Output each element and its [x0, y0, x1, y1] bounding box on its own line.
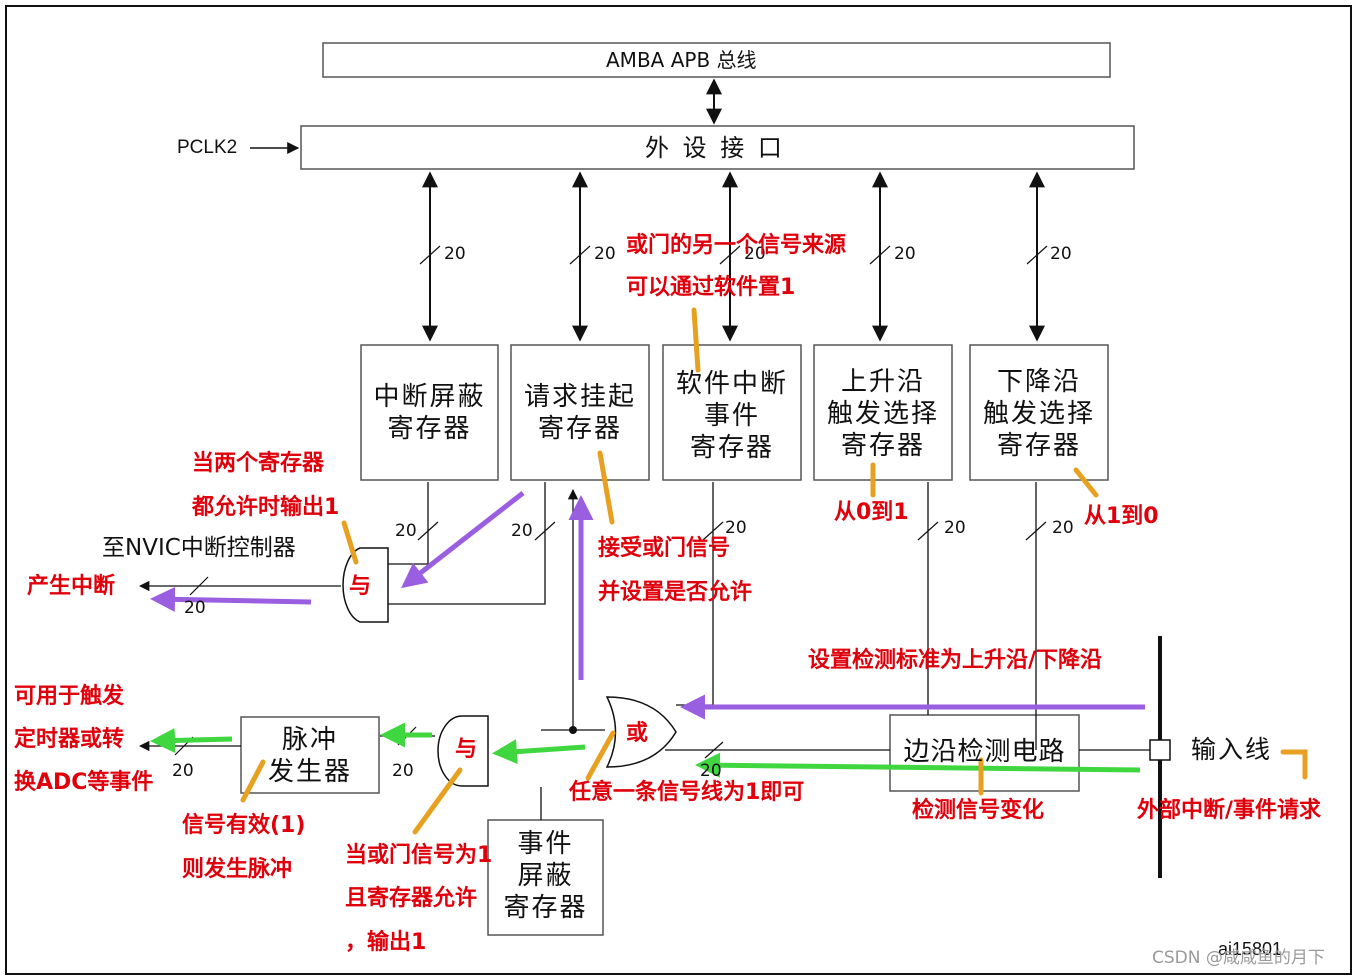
event-mask-line-1: 事件 [517, 829, 574, 859]
event-mask-line-3: 寄存器 [503, 893, 588, 923]
purple-flow-arrows [150, 491, 1145, 720]
pclk2-label: PCLK2 [177, 137, 238, 158]
bus-width-int-mask: 20 [444, 244, 466, 264]
event-mask-line-2: 屏蔽 [517, 861, 574, 891]
width-and-event-out: 20 [392, 761, 414, 781]
rising-line-1: 上升沿 [840, 367, 925, 397]
software-interrupt-register: 软件中断 事件 寄存器 [663, 368, 801, 464]
note-or-source-2: 可以通过软件置1 [626, 275, 796, 300]
interrupt-mask-line-2: 寄存器 [387, 414, 472, 444]
rising-line-3: 寄存器 [840, 431, 925, 461]
sw-int-line-2: 事件 [703, 401, 760, 431]
pending-line-2: 寄存器 [537, 414, 622, 444]
falling-line-1: 下降沿 [996, 367, 1081, 397]
width-int-mask-out: 20 [395, 521, 417, 541]
amba-apb-bus [322, 42, 1111, 78]
pulse-gen-line-2: 发生器 [267, 757, 352, 787]
bus-width-rising: 20 [894, 244, 916, 264]
width-rising-out: 20 [944, 518, 966, 538]
interrupt-mask-line-1: 中断屏蔽 [373, 382, 486, 412]
falling-trigger-register: 下降沿 触发选择 寄存器 [970, 366, 1108, 462]
amba-apb-label: AMBA APB 总线 [606, 48, 757, 72]
event-mask-register: 事件 屏蔽 寄存器 [488, 828, 603, 924]
bus-width-sw-int: 20 [744, 244, 766, 264]
note-gen-int: 产生中断 [27, 574, 116, 599]
csdn-watermark: CSDN @咸咸鱼的月下 [1152, 948, 1325, 968]
peripheral-interface-label: 外 设 接 口 [645, 134, 785, 162]
note-ext-req: 外部中断/事件请求 [1137, 798, 1322, 823]
note-accept-or-2: 并设置是否允许 [598, 580, 753, 605]
pulse-gen-line-1: 脉冲 [281, 725, 338, 755]
note-pulse-2: 则发生脉冲 [182, 857, 293, 882]
bus-width-pending: 20 [594, 244, 616, 264]
rising-line-2: 触发选择 [826, 399, 939, 429]
sw-int-line-1: 软件中断 [675, 369, 788, 399]
pulse-generator: 脉冲 发生器 [241, 724, 379, 788]
note-or-source-1: 或门的另一个信号来源 [626, 233, 847, 258]
falling-line-3: 寄存器 [996, 431, 1081, 461]
width-falling-out: 20 [1052, 518, 1074, 538]
width-sw-int-out: 20 [725, 518, 747, 538]
note-accept-or-1: 接受或门信号 [598, 536, 731, 561]
note-and-both-1: 当两个寄存器 [192, 451, 325, 476]
outer-frame [5, 5, 1352, 975]
note-pulse-1: 信号有效(1) [182, 813, 306, 838]
input-pin [1149, 739, 1171, 761]
bus-width-falling: 20 [1050, 244, 1072, 264]
peripheral-interface [300, 125, 1135, 170]
edge-detect-line-1: 边沿检测电路 [903, 737, 1066, 767]
register-boxes [240, 344, 1109, 936]
sw-int-line-3: 寄存器 [689, 433, 774, 463]
pending-line-1: 请求挂起 [523, 382, 636, 412]
note-and-event-2: 且寄存器允许 [345, 886, 478, 911]
note-and-event-1: 当或门信号为1 [345, 843, 493, 868]
green-flow-arrows [150, 722, 1141, 778]
note-and-both-2: 都允许时输出1 [192, 495, 340, 520]
pending-register: 请求挂起 寄存器 [511, 381, 649, 445]
or-gate-label: 或 [626, 721, 649, 746]
note-trigger-2: 定时器或转 [14, 727, 125, 752]
interrupt-mask-register: 中断屏蔽 寄存器 [361, 381, 498, 445]
edge-detect-circuit: 边沿检测电路 [890, 736, 1079, 768]
or-gate [605, 696, 677, 768]
and-gate-event [437, 715, 489, 787]
width-nvic-out: 20 [184, 598, 206, 618]
register-bus-links [422, 171, 1045, 342]
and-gate-event-label: 与 [455, 737, 478, 762]
and-gate-interrupt-label: 与 [349, 574, 372, 599]
note-set-detect: 设置检测标准为上升沿/下降沿 [808, 648, 1103, 673]
input-line-label: 输入线 [1191, 735, 1273, 764]
figure-id: ai15801 [1218, 939, 1283, 959]
note-trigger-1: 可用于触发 [14, 684, 125, 709]
width-pending-out: 20 [511, 521, 533, 541]
note-and-event-3: ，输出1 [345, 930, 427, 955]
width-pulse-out: 20 [172, 761, 194, 781]
junction-dot [569, 726, 577, 734]
note-any-line: 任意一条信号线为1即可 [569, 780, 805, 805]
note-detect-change: 检测信号变化 [912, 798, 1045, 823]
width-edge-out: 20 [700, 761, 722, 781]
orange-pointers [240, 307, 1308, 835]
note-rising: 从0到1 [834, 500, 909, 525]
falling-line-2: 触发选择 [982, 399, 1095, 429]
nvic-label: 至NVIC中断控制器 [102, 535, 296, 561]
bus-width-slashes [419, 245, 1048, 265]
note-falling: 从1到0 [1084, 504, 1159, 529]
note-trigger-3: 换ADC等事件 [14, 770, 154, 795]
rising-trigger-register: 上升沿 触发选择 寄存器 [814, 366, 952, 462]
